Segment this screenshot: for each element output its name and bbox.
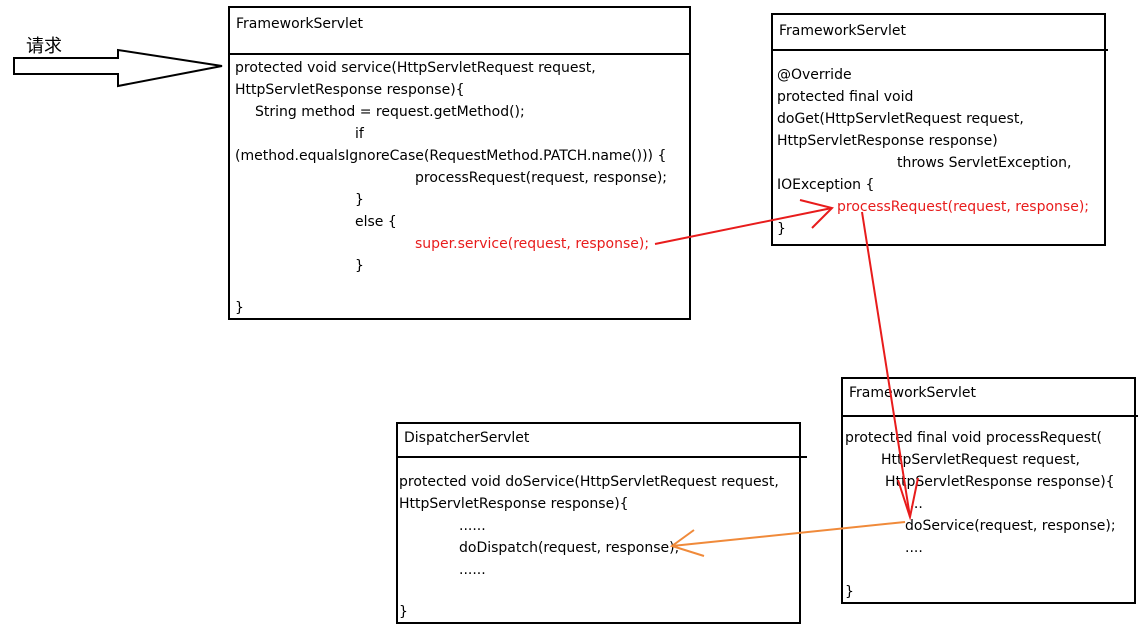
framework-servlet-service-box: FrameworkServlet	[228, 6, 691, 320]
box-title: DispatcherServlet	[404, 430, 530, 446]
request-arrow	[13, 48, 223, 88]
code-line: processRequest(request, response);	[415, 170, 668, 186]
code-line: HttpServletResponse response){	[399, 496, 629, 512]
code-line: HttpServletRequest request,	[881, 452, 1080, 468]
code-line: doDispatch(request, response);	[459, 540, 680, 556]
code-line: }	[777, 221, 786, 237]
code-line: }	[355, 192, 364, 208]
flow-arrow-red	[654, 207, 833, 245]
code-line: }	[399, 604, 408, 620]
flow-arrow-red	[861, 211, 911, 518]
code-line-highlighted: processRequest(request, response);	[837, 199, 1090, 215]
flow-arrow-red-head	[799, 199, 834, 229]
code-line: protected final void	[777, 89, 914, 105]
code-line: protected void service(HttpServletReques…	[235, 60, 596, 76]
code-line: doService(request, response);	[905, 518, 1116, 534]
code-line: IOException {	[777, 177, 875, 193]
code-line: (method.equalsIgnoreCase(RequestMethod.P…	[235, 148, 667, 164]
framework-servlet-doget-box: FrameworkServlet	[771, 13, 1108, 246]
request-label: 请求	[26, 36, 62, 57]
box-header: FrameworkServlet	[773, 15, 1108, 51]
code-line: protected final void processRequest(	[845, 430, 1102, 446]
code-line: @Override	[777, 67, 852, 83]
box-title: FrameworkServlet	[236, 16, 364, 32]
code-line: ......	[459, 562, 486, 578]
code-line: throws ServletException,	[897, 155, 1072, 171]
box-header: DispatcherServlet	[398, 424, 807, 458]
code-line: HttpServletResponse response){	[885, 474, 1115, 490]
code-line: ......	[459, 518, 486, 534]
flow-arrow-orange	[671, 521, 906, 547]
flow-arrow-red-head	[897, 477, 919, 521]
code-line: String method = request.getMethod();	[255, 104, 525, 120]
box-title: FrameworkServlet	[779, 23, 907, 39]
code-line: }	[355, 258, 364, 274]
code-line: doGet(HttpServletRequest request,	[777, 111, 1024, 127]
code-line: else {	[355, 214, 397, 230]
code-line-highlighted: super.service(request, response);	[415, 236, 650, 252]
flow-arrow-orange-head	[669, 529, 705, 557]
code-line: HttpServletResponse response)	[777, 133, 998, 149]
box-header: FrameworkServlet	[843, 379, 1138, 417]
code-line: }	[845, 584, 854, 600]
code-line: if	[355, 126, 364, 142]
code-line: protected void doService(HttpServletRequ…	[399, 474, 779, 490]
dispatcher-servlet-doservice-box: DispatcherServlet	[396, 422, 807, 624]
code-line: ....	[905, 540, 923, 556]
code-line: }	[235, 300, 244, 316]
framework-servlet-processrequest-box: FrameworkServlet	[841, 377, 1138, 604]
code-line: HttpServletResponse response){	[235, 82, 465, 98]
box-header: FrameworkServlet	[230, 8, 689, 55]
box-title: FrameworkServlet	[849, 385, 977, 401]
